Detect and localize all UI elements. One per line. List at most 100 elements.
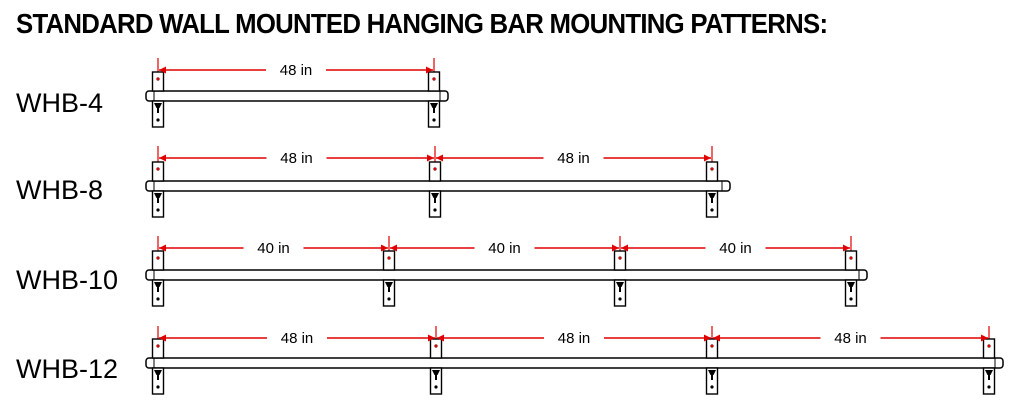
bracket-hole (987, 385, 991, 389)
bracket-upper-plate (151, 71, 165, 92)
wall-bracket (382, 250, 396, 307)
dimension: 40 in (621, 240, 850, 257)
wall-bracket (428, 161, 442, 218)
bracket-hook (154, 282, 162, 287)
model-label: WHB-10 (16, 265, 118, 295)
bracket-lower-plate (429, 367, 443, 395)
bracket-lower-plate (382, 279, 396, 307)
dimension-label: 40 in (257, 240, 290, 257)
bracket-lower-plate (427, 100, 441, 128)
bracket-lower-plate (151, 190, 165, 218)
bracket-upper-plate (705, 338, 719, 359)
dimension: 48 in (159, 330, 435, 347)
bracket-hook (431, 193, 439, 198)
bracket-upper-plate (428, 161, 442, 182)
bracket-upper-plate (151, 338, 165, 359)
wall-bracket (151, 161, 165, 218)
wall-bracket (705, 161, 719, 218)
dimension: 40 in (390, 240, 619, 257)
bracket-hole (387, 297, 391, 301)
dimension: 48 in (159, 150, 434, 167)
pattern-whb-8: WHB-8 48 in 48 in (16, 146, 731, 218)
bracket-hole (156, 118, 160, 122)
bracket-center-mark (710, 167, 714, 171)
dimension: 48 in (713, 330, 988, 347)
model-label: WHB-8 (16, 175, 103, 205)
bracket-lower-plate (151, 100, 165, 128)
bracket-hole (710, 385, 714, 389)
hanging-bar (145, 180, 731, 192)
wall-bracket (844, 250, 858, 307)
bracket-hole (433, 208, 437, 212)
bracket-hook (154, 193, 162, 198)
pattern-whb-4: WHB-4 48 in (16, 58, 449, 128)
wall-bracket (982, 338, 996, 395)
bracket-hole (618, 297, 622, 301)
dimension: 40 in (159, 240, 388, 257)
dimension-label: 48 in (557, 150, 590, 167)
hanging-bar (145, 269, 868, 281)
dimension-label: 40 in (719, 240, 752, 257)
bracket-hook (847, 282, 855, 287)
bar-tube (145, 357, 1004, 369)
bracket-center-mark (156, 256, 160, 260)
page-title: STANDARD WALL MOUNTED HANGING BAR MOUNTI… (16, 8, 828, 39)
bracket-hole (156, 385, 160, 389)
bracket-upper-plate (844, 250, 858, 271)
dimension-label: 48 in (281, 330, 314, 347)
bracket-center-mark (433, 167, 437, 171)
bracket-hole (156, 208, 160, 212)
bracket-hole (849, 297, 853, 301)
bracket-upper-plate (613, 250, 627, 271)
bracket-lower-plate (705, 367, 719, 395)
model-label: WHB-4 (16, 88, 103, 118)
dimension-label: 48 in (280, 150, 313, 167)
bracket-hook (985, 370, 993, 375)
bracket-lower-plate (982, 367, 996, 395)
bracket-center-mark (156, 77, 160, 81)
bracket-hook (616, 282, 624, 287)
hanging-bar (145, 90, 449, 102)
bracket-hook (154, 103, 162, 108)
bracket-upper-plate (705, 161, 719, 182)
dimension: 48 in (436, 150, 711, 167)
bracket-center-mark (710, 344, 714, 348)
bracket-center-mark (434, 344, 438, 348)
bar-tube (145, 90, 449, 102)
bracket-upper-plate (382, 250, 396, 271)
bracket-center-mark (387, 256, 391, 260)
bracket-center-mark (849, 256, 853, 260)
bracket-hook (432, 370, 440, 375)
bracket-hook (385, 282, 393, 287)
bracket-hook (708, 193, 716, 198)
bracket-lower-plate (151, 279, 165, 307)
bracket-hook (154, 370, 162, 375)
bracket-hole (710, 208, 714, 212)
dimension-label: 40 in (488, 240, 521, 257)
dimension: 48 in (159, 62, 433, 79)
bracket-lower-plate (151, 367, 165, 395)
pattern-whb-10: WHB-10 40 in 40 in 40 in (16, 236, 868, 307)
bracket-hole (156, 297, 160, 301)
bracket-hook (430, 103, 438, 108)
bar-tube (145, 269, 868, 281)
bracket-lower-plate (705, 190, 719, 218)
bracket-hole (434, 385, 438, 389)
bracket-upper-plate (429, 338, 443, 359)
wall-bracket (613, 250, 627, 307)
dimension-label: 48 in (280, 62, 313, 79)
bracket-center-mark (156, 344, 160, 348)
dimension: 48 in (437, 330, 711, 347)
wall-bracket (151, 71, 165, 128)
bracket-upper-plate (151, 250, 165, 271)
dimension-label: 48 in (558, 330, 591, 347)
bracket-hook (708, 370, 716, 375)
bracket-center-mark (618, 256, 622, 260)
bracket-upper-plate (982, 338, 996, 359)
bracket-lower-plate (844, 279, 858, 307)
bracket-center-mark (156, 167, 160, 171)
bracket-lower-plate (613, 279, 627, 307)
bar-tube (145, 180, 731, 192)
